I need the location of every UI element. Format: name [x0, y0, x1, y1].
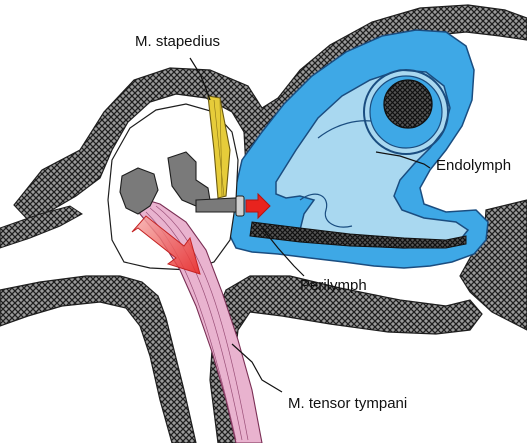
stapes: [196, 198, 240, 212]
inner-ear-labyrinth: [230, 30, 488, 268]
label-tensor-tympani: M. tensor tympani: [288, 395, 407, 412]
label-perilymph: Perilymph: [300, 277, 367, 294]
label-stapedius: M. stapedius: [135, 33, 220, 50]
label-endolymph: Endolymph: [436, 157, 511, 174]
ampulla-hatched-center: [384, 80, 432, 128]
stapes-footplate: [236, 196, 244, 216]
